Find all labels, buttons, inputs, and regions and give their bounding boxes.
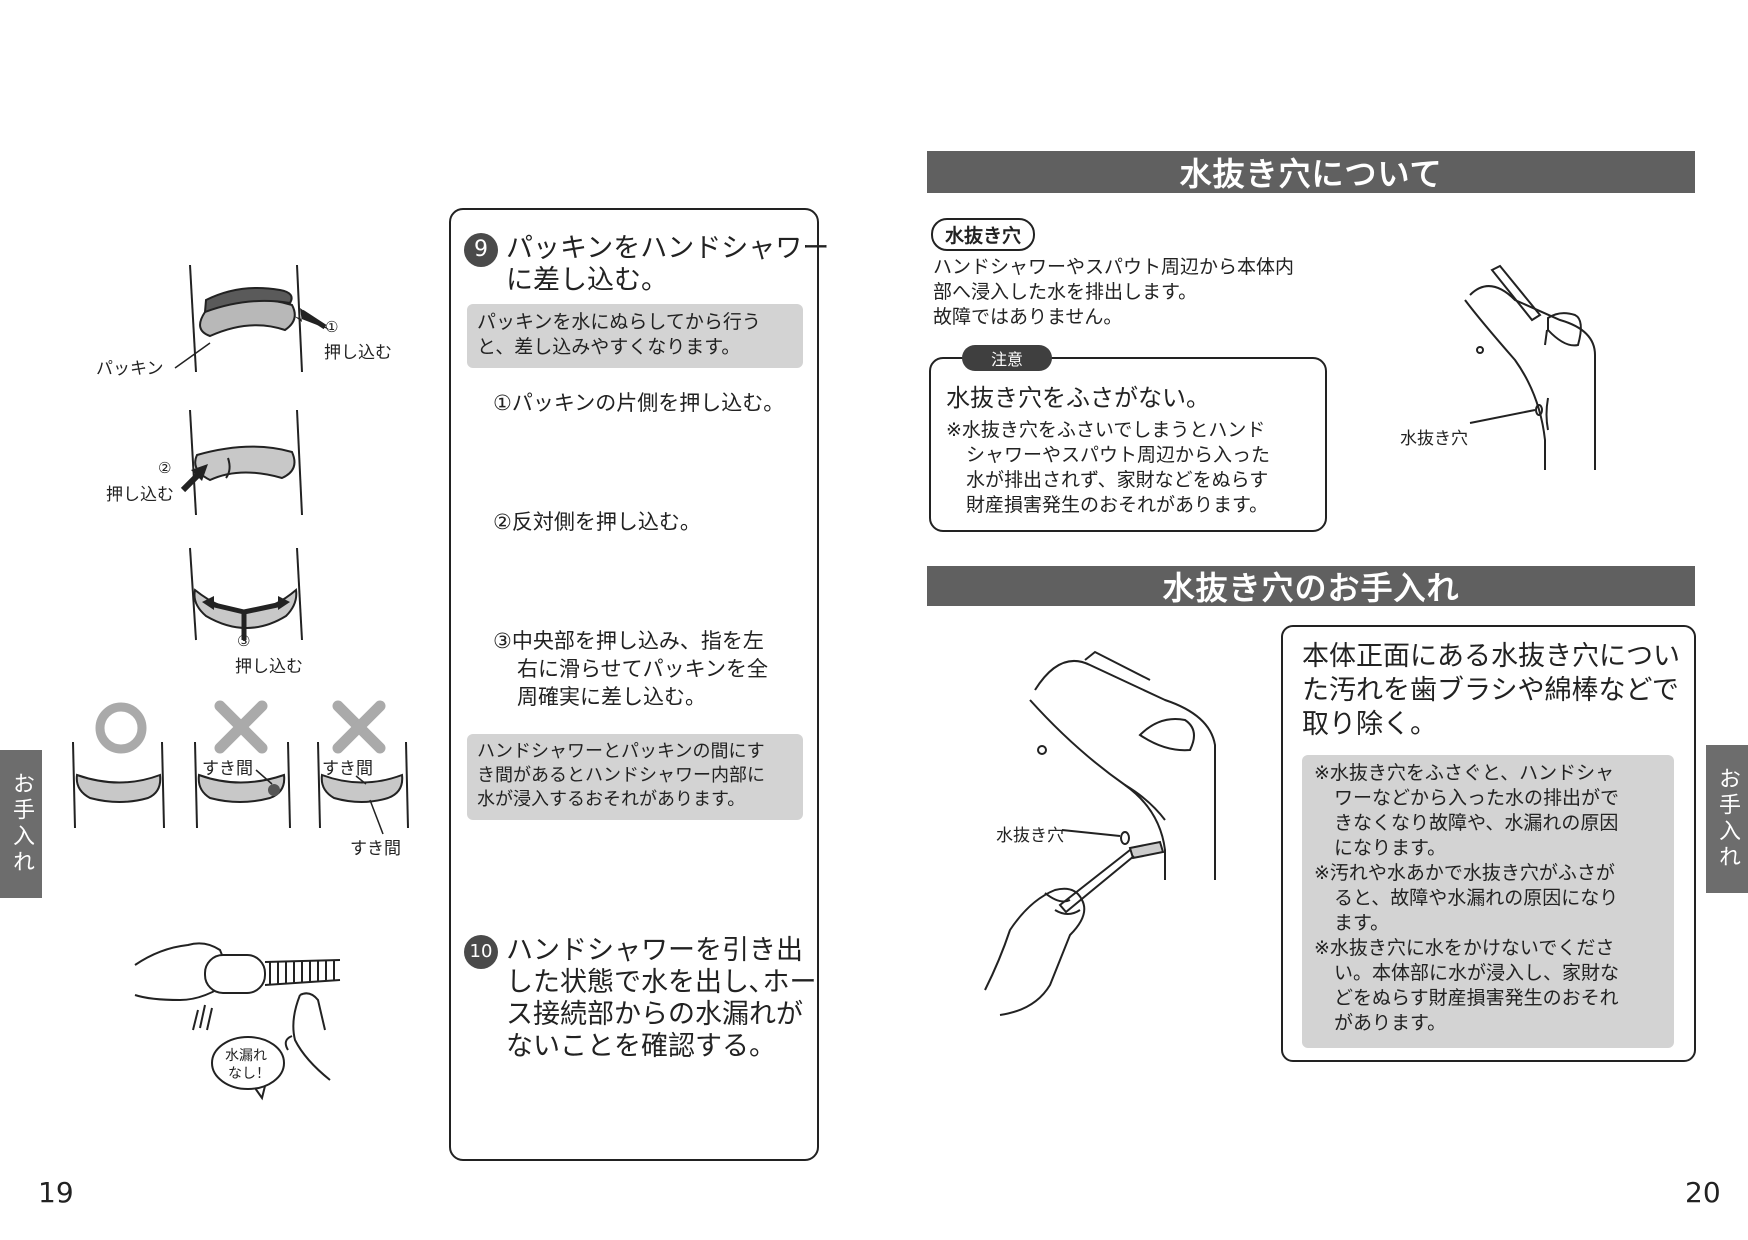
label-gap-b: すき間 xyxy=(322,759,373,779)
care-note-line: どをぬらす財産損害発生のおそれ xyxy=(1334,987,1619,1009)
care-note-line: きなくなり故障や、水漏れの原因 xyxy=(1334,812,1619,834)
caution-line4: 財産損害発生のおそれがあります。 xyxy=(966,494,1269,516)
label-num-2: ② xyxy=(158,459,172,477)
care-main-line2: た汚れを歯ブラシや綿棒などで xyxy=(1302,675,1679,706)
care-note-line: ※水抜き穴に水をかけないでくださ xyxy=(1314,937,1615,959)
step9-tip-box: パッキンを水にぬらしてから行う と、差し込みやすくなります。 xyxy=(467,304,803,368)
step10-number: 10 xyxy=(464,935,498,969)
step9-sub3-line3: 周確実に差し込む。 xyxy=(517,685,706,709)
side-tab-left: お手入れ xyxy=(0,750,42,898)
caution-tag: 注意 xyxy=(962,345,1052,371)
step9-sub1: ①パッキンの片側を押し込む。 xyxy=(493,391,785,415)
care-main-text: 本体正面にある水抜き穴につい た汚れを歯ブラシや綿棒などで 取り除く。 xyxy=(1302,640,1680,742)
step9-sub3: ③中央部を押し込み、指を左 右に滑らせてパッキンを全 周確実に差し込む。 xyxy=(493,627,768,711)
label-push-3: 押し込む xyxy=(235,657,303,677)
section1-desc-line1: ハンドシャワーやスパウト周辺から本体内 xyxy=(933,256,1295,278)
step9-warning-box: ハンドシャワーとパッキンの間にす き間があるとハンドシャワー内部に 水が浸入する… xyxy=(467,734,803,820)
care-notes-box: ※水抜き穴をふさぐと、ハンドシャ ワーなどから入った水の排出がで きなくなり故障… xyxy=(1302,755,1674,1048)
section2-title-bar: 水抜き穴のお手入れ xyxy=(927,566,1695,607)
steps-panel xyxy=(449,208,819,1161)
section1-description: ハンドシャワーやスパウト周辺から本体内 部へ浸入した水を排出します。 故障ではあ… xyxy=(933,255,1294,330)
section1-desc-line2: 部へ浸入した水を排出します。 xyxy=(933,281,1198,303)
care-note-line: ※汚れや水あかで水抜き穴がふさが xyxy=(1314,862,1615,884)
step10-heading: 10 ハンドシャワーを引き出 した状態で水を出し､ホー ス接続部からの水漏れが … xyxy=(464,935,817,1063)
caution-line1: ※水抜き穴をふさいでしまうとハンド xyxy=(946,419,1266,441)
label-no-leak-1: 水漏れ xyxy=(225,1048,267,1064)
care-note-line: い。本体部に水が浸入し、家財な xyxy=(1334,962,1620,984)
hole-label-top: 水抜き穴 xyxy=(1400,429,1468,449)
label-gap-a: すき間 xyxy=(202,759,253,779)
label-push-2: 押し込む xyxy=(106,485,174,505)
step9-warn-line1: ハンドシャワーとパッキンの間にす xyxy=(477,741,765,762)
step9-number: 9 xyxy=(464,233,498,267)
label-no-leak-2: なし！ xyxy=(228,1066,270,1082)
caution-line2: シャワーやスパウト周辺から入った xyxy=(966,444,1271,466)
drain-hole-pill: 水抜き穴 xyxy=(931,218,1036,251)
step9-heading: 9 パッキンをハンドシャワー に差し込む。 xyxy=(464,233,829,297)
step9-warn-line2: き間があるとハンドシャワー内部に xyxy=(477,765,765,786)
care-note-line: ※水抜き穴をふさぐと、ハンドシャ xyxy=(1314,762,1615,784)
step10-line2: した状態で水を出し､ホー xyxy=(506,967,817,998)
label-gasket: パッキン xyxy=(96,359,164,379)
care-note-line: ます。 xyxy=(1334,912,1390,934)
care-main-line3: 取り除く。 xyxy=(1302,709,1437,740)
caution-text: ※水抜き穴をふさいでしまうとハンド シャワーやスパウト周辺から入った 水が排出さ… xyxy=(946,418,1270,518)
step9-tip-line2: と、差し込みやすくなります。 xyxy=(477,336,741,358)
step9-sub3-line2: 右に滑らせてパッキンを全 xyxy=(517,657,768,681)
caution-box xyxy=(929,357,1327,532)
step9-tip-line1: パッキンを水にぬらしてから行う xyxy=(477,311,761,333)
care-note-line: ると、故障や水漏れの原因になり xyxy=(1334,887,1619,909)
care-note-line: があります。 xyxy=(1334,1012,1447,1034)
step9-warn-line3: 水が浸入するおそれがあります。 xyxy=(477,789,746,810)
step9-sub3-line1: ③中央部を押し込み、指を左 xyxy=(493,629,764,653)
care-note-line: ワーなどから入った水の排出がで xyxy=(1334,787,1620,809)
step10-line4: ないことを確認する。 xyxy=(506,1031,776,1062)
section1-desc-line3: 故障ではありません。 xyxy=(933,306,1123,328)
step9-sub2: ②反対側を押し込む。 xyxy=(493,510,701,534)
step9-title-line2: に差し込む。 xyxy=(506,265,668,296)
caution-line3: 水が排出されず、家財などをぬらす xyxy=(966,469,1269,491)
label-num-3: ③ xyxy=(237,632,251,650)
step10-line1: ハンドシャワーを引き出 xyxy=(506,935,803,966)
label-num-1: ① xyxy=(325,318,339,336)
care-note-line: になります。 xyxy=(1334,837,1447,859)
section1-title-bar: 水抜き穴について xyxy=(927,151,1695,193)
page-number-left: 19 xyxy=(38,1176,74,1209)
step10-line3: ス接続部からの水漏れが xyxy=(506,999,803,1030)
care-instructions-box xyxy=(1281,625,1696,1062)
step9-title-line1: パッキンをハンドシャワー xyxy=(506,233,830,264)
caution-title: 水抜き穴をふさがない。 xyxy=(946,384,1210,412)
page-number-right: 20 xyxy=(1685,1176,1721,1209)
side-tab-right: お手入れ xyxy=(1706,745,1748,893)
label-push-1: 押し込む xyxy=(324,343,392,363)
label-gap-c: すき間 xyxy=(350,839,401,859)
care-main-line1: 本体正面にある水抜き穴につい xyxy=(1302,641,1680,672)
hole-label-bottom: 水抜き穴 xyxy=(996,826,1064,846)
